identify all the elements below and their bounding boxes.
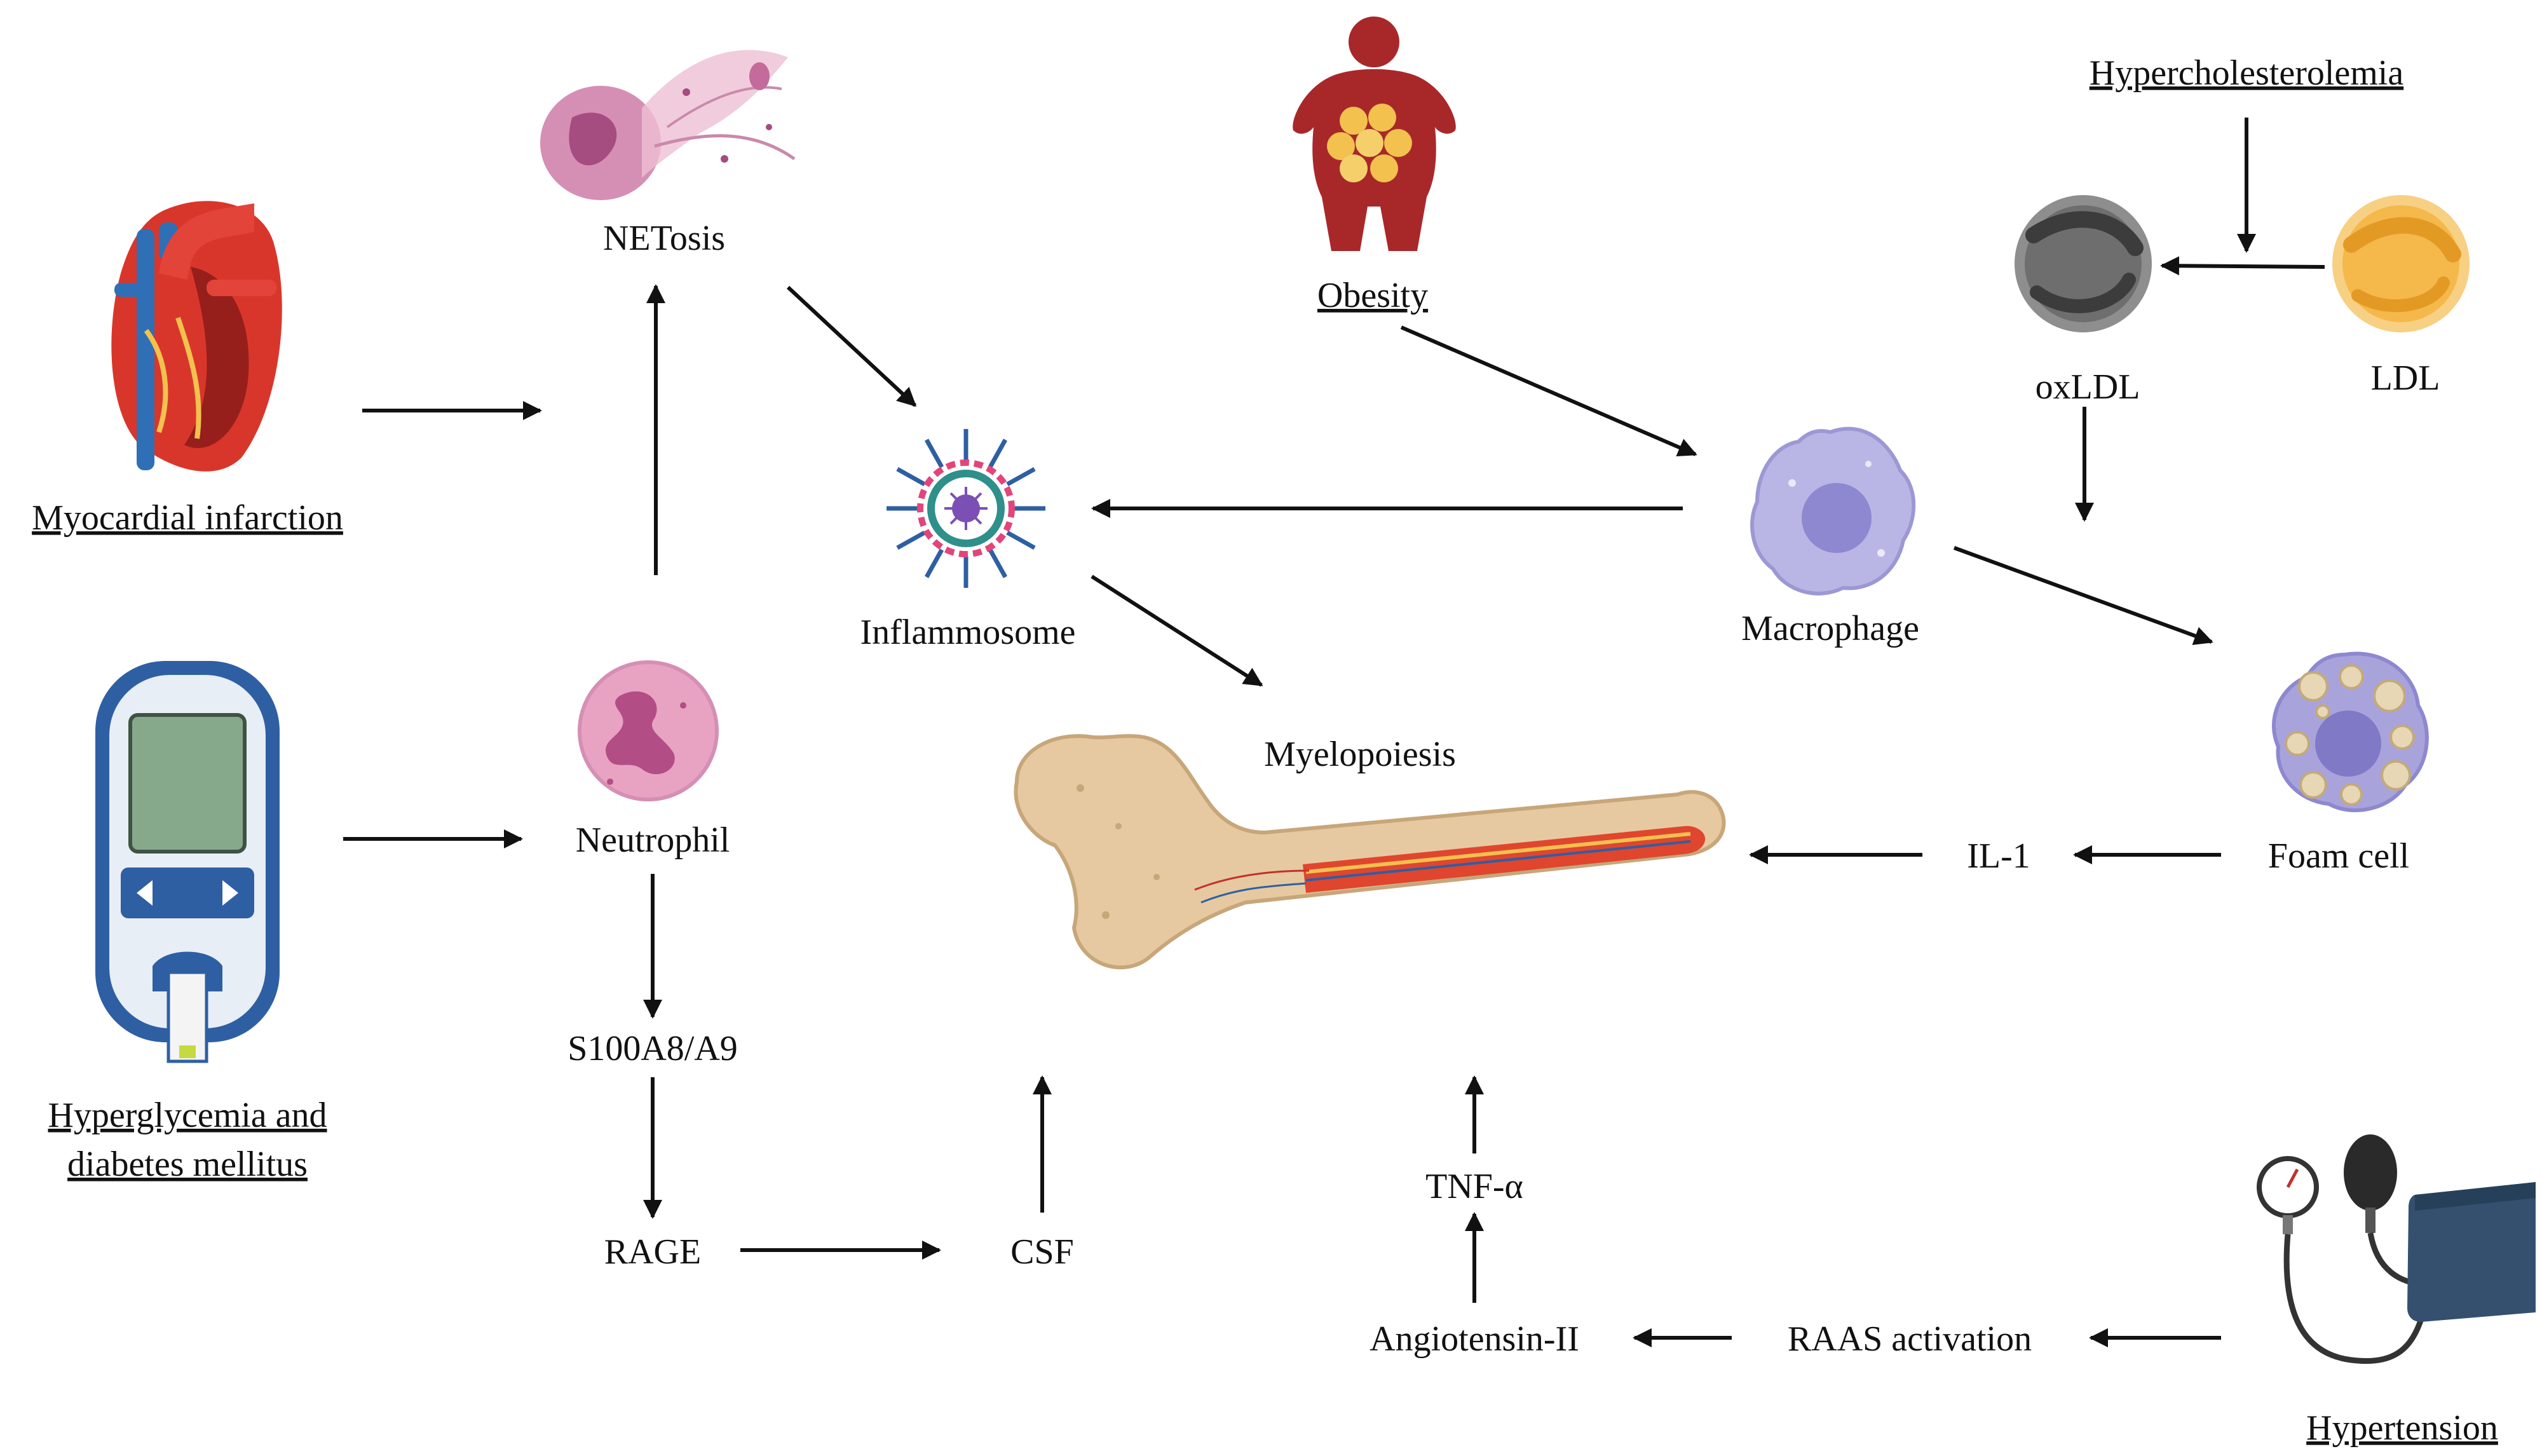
label-rage: RAGE: [604, 1232, 701, 1272]
inflammasome-icon: [887, 429, 1045, 588]
arrow-macrophage-to-foam-cell: [1953, 546, 2213, 645]
label-oxldl: oxLDL: [2036, 367, 2140, 407]
label-hypertension: Hypertension: [2306, 1408, 2498, 1448]
label-hypercholesterolemia: Hypercholesterolemia: [2090, 53, 2404, 93]
arrow-ldl-to-oxldl: [2160, 256, 2325, 276]
label-foam-cell: Foam cell: [2268, 836, 2409, 876]
label-csf: CSF: [1010, 1232, 1074, 1272]
label-neutrophil: Neutrophil: [576, 820, 730, 860]
label-myocardial-infarction: Myocardial infarction: [32, 498, 343, 538]
label-obesity: Obesity: [1317, 276, 1428, 315]
netosis-icon: [540, 50, 796, 200]
label-hyperglycemia-line2: diabetes mellitus: [67, 1145, 308, 1184]
label-ldl: LDL: [2371, 358, 2440, 398]
label-raas-activation: RAAS activation: [1788, 1319, 2032, 1359]
label-s100a8-a9: S100A8/A9: [568, 1029, 738, 1068]
label-hyperglycemia-line1: Hyperglycemia and: [48, 1096, 327, 1135]
neutrophil-icon: [578, 660, 719, 801]
heart-icon: [111, 201, 282, 472]
macrophage-icon: [1750, 426, 1916, 595]
label-angiotensin-ii: Angiotensin-II: [1370, 1319, 1579, 1359]
arrow-obesity-to-macrophage: [1400, 325, 1697, 457]
label-tnf-alpha: TNF-α: [1425, 1167, 1523, 1206]
ldl-icon: [2332, 195, 2470, 332]
bone-marrow-icon: [1014, 734, 1726, 970]
arrow-netosis-to-inflammosome: [786, 285, 917, 407]
glucometer-icon: [95, 661, 280, 1063]
label-il1: IL-1: [1967, 836, 2030, 876]
oxldl-icon: [2015, 195, 2152, 332]
arrow-inflammosome-to-myelopoiesis: [1091, 575, 1263, 687]
label-netosis: NETosis: [603, 219, 725, 258]
label-myelopoiesis: Myelopoiesis: [1264, 735, 1456, 774]
blood-pressure-monitor-icon: [2257, 1134, 2536, 1364]
label-macrophage: Macrophage: [1741, 609, 1919, 648]
foam-cell-icon: [2271, 651, 2429, 812]
obesity-icon: [1293, 17, 1456, 251]
label-inflammosome: Inflammosome: [860, 613, 1075, 652]
